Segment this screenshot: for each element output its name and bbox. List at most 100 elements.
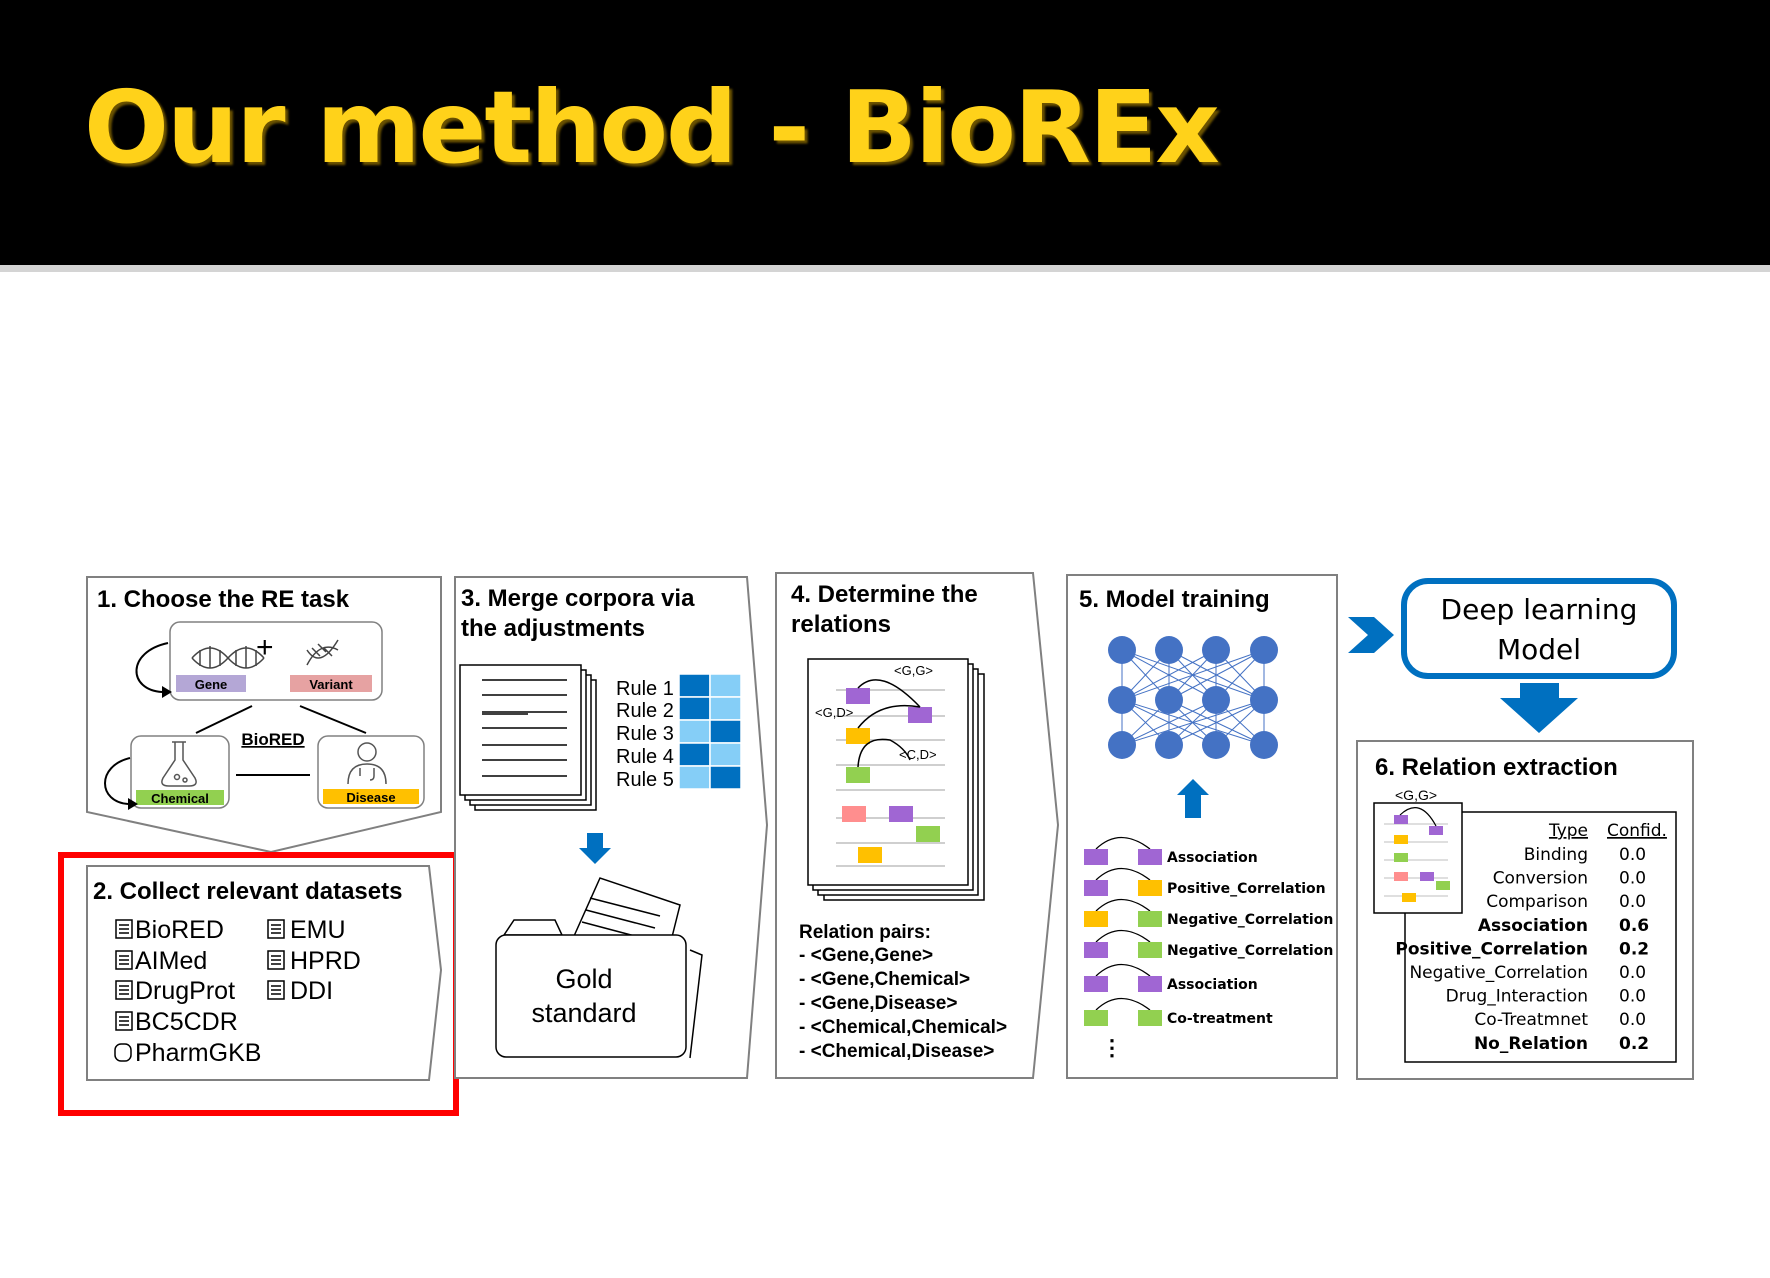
tag-gg: <G,G> bbox=[894, 663, 933, 678]
step4-panel: 4. Determine the relations <G,G> <G,D> bbox=[775, 572, 1060, 1079]
step3-panel: 3. Merge corpora via the adjustments Rul… bbox=[454, 576, 769, 1079]
relation-label: Negative_Correlation bbox=[1167, 912, 1333, 928]
tag-gd: <G,D> bbox=[815, 705, 853, 720]
step4-title-line2: relations bbox=[791, 611, 891, 638]
step3-title-line1: 3. Merge corpora via bbox=[461, 585, 695, 612]
result-doc-icon bbox=[1373, 802, 1463, 914]
rule-1: Rule 1 bbox=[616, 678, 674, 700]
step6-title: 6. Relation extraction bbox=[1375, 754, 1618, 781]
relation-label: Negative_Correlation bbox=[1167, 943, 1333, 959]
confidence-cell: 0.0 bbox=[1619, 1010, 1646, 1030]
gold-label-line2: standard bbox=[531, 998, 636, 1028]
confidence-cell: 0.2 bbox=[1619, 939, 1649, 959]
relation-type-cell: Negative_Correlation bbox=[1409, 963, 1588, 983]
rule-4: Rule 4 bbox=[616, 746, 674, 768]
deep-model-line2: Model bbox=[1497, 633, 1581, 666]
document-icon bbox=[115, 950, 133, 970]
result-tag: <G,G> bbox=[1395, 787, 1437, 803]
deep-model-line1: Deep learning bbox=[1441, 593, 1638, 626]
rule-2: Rule 2 bbox=[616, 700, 674, 722]
chevron-down-icon bbox=[1500, 683, 1578, 733]
document-icon bbox=[267, 980, 285, 1000]
type-header: Type bbox=[1548, 821, 1588, 841]
rule-5: Rule 5 bbox=[616, 769, 674, 791]
dataset-bc5cdr: BC5CDR bbox=[135, 1008, 238, 1036]
relation-type-cell: Co-Treatmnet bbox=[1474, 1010, 1588, 1030]
confidence-cell: 0.0 bbox=[1619, 845, 1646, 865]
confidence-cell: 0.2 bbox=[1619, 1034, 1649, 1054]
title-bar bbox=[0, 0, 1770, 265]
up-arrow-icon bbox=[1177, 779, 1209, 818]
step2-title: 2. Collect relevant datasets bbox=[93, 878, 402, 905]
relation-type-cell: No_Relation bbox=[1474, 1034, 1588, 1054]
biored-center-label: BioRED bbox=[241, 730, 304, 749]
gold-label-line1: Gold bbox=[555, 964, 612, 994]
chevron-right-icon bbox=[1348, 617, 1394, 653]
disease-label: Disease bbox=[346, 790, 395, 805]
relation-label: Positive_Correlation bbox=[1167, 881, 1326, 897]
tag-cd: <C,D> bbox=[899, 747, 937, 762]
step4-title-line1: 4. Determine the bbox=[791, 581, 978, 608]
document-icon bbox=[267, 950, 285, 970]
confidence-cell: 0.0 bbox=[1619, 987, 1646, 1007]
down-arrow-icon bbox=[579, 833, 611, 864]
rule-3: Rule 3 bbox=[616, 723, 674, 745]
slide-title: Our method - BioREx bbox=[84, 69, 1220, 186]
disease-label-box bbox=[323, 789, 419, 804]
relation-type-cell: Binding bbox=[1524, 845, 1588, 865]
pair-chemical-chemical: - <Chemical,Chemical> bbox=[799, 1017, 1007, 1038]
relation-type-cell: Positive_Correlation bbox=[1395, 939, 1588, 959]
step6-panel: 6. Relation extraction <G,G> Type Confid… bbox=[1356, 740, 1694, 1080]
confid-header: Confid. bbox=[1607, 821, 1667, 841]
pair-gene-chemical: - <Gene,Chemical> bbox=[799, 969, 970, 990]
folder-icon bbox=[495, 877, 703, 1059]
dataset-biored: BioRED bbox=[135, 916, 224, 944]
dataset-ddi: DDI bbox=[290, 977, 333, 1005]
relation-pairs-title: Relation pairs: bbox=[799, 922, 931, 943]
relation-type-cell: Conversion bbox=[1493, 869, 1588, 889]
step5-panel: 5. Model training Associatio bbox=[1066, 574, 1338, 1079]
plus-sign: + bbox=[256, 631, 274, 664]
chemical-label: Chemical bbox=[151, 791, 209, 806]
relation-label: Association bbox=[1167, 850, 1258, 866]
dataset-pharmgkb: PharmGKB bbox=[135, 1039, 261, 1067]
step2-panel: 2. Collect relevant datasets BioRED AIMe… bbox=[86, 865, 443, 1081]
confidence-cell: 0.0 bbox=[1619, 892, 1646, 912]
chemical-label-box bbox=[136, 790, 224, 805]
dataset-drugprot: DrugProt bbox=[135, 977, 235, 1005]
document-icon bbox=[115, 919, 133, 939]
document-stack-icon bbox=[459, 664, 597, 811]
relation-label: Co-treatment bbox=[1167, 1011, 1273, 1027]
ellipsis: ⋮ bbox=[1101, 1035, 1123, 1060]
loop-arrow-bottom bbox=[104, 757, 131, 805]
deep-learning-model: Deep learning Model bbox=[1348, 578, 1677, 733]
document-icon bbox=[115, 1011, 133, 1031]
pair-gene-disease: - <Gene,Disease> bbox=[799, 993, 957, 1014]
rule-grid bbox=[678, 673, 742, 790]
variant-dna-icon bbox=[306, 639, 339, 666]
relation-type-cell: Drug_Interaction bbox=[1446, 987, 1588, 1007]
doctor-icon bbox=[347, 742, 387, 785]
gene-label: Gene bbox=[195, 677, 228, 692]
title-divider bbox=[0, 265, 1770, 272]
dna-icon bbox=[191, 646, 265, 669]
dataset-aimed: AIMed bbox=[135, 947, 207, 975]
step3-title-line2: the adjustments bbox=[461, 615, 645, 642]
loop-arrow-top bbox=[135, 642, 169, 693]
variant-label: Variant bbox=[309, 677, 353, 692]
flask-icon bbox=[161, 741, 197, 787]
pair-gene-gene: - <Gene,Gene> bbox=[799, 945, 933, 966]
confidence-cell: 0.6 bbox=[1619, 916, 1649, 936]
pair-chemical-disease: - <Chemical,Disease> bbox=[799, 1041, 994, 1062]
step1-panel: 1. Choose the RE task + Gene Variant Bio… bbox=[86, 576, 442, 854]
relation-type-cell: Comparison bbox=[1486, 892, 1588, 912]
gene-label-box bbox=[176, 675, 246, 692]
relation-type-cell: Association bbox=[1478, 916, 1588, 936]
dataset-emu: EMU bbox=[290, 916, 346, 944]
confidence-cell: 0.0 bbox=[1619, 963, 1646, 983]
annotated-document-stack bbox=[807, 658, 985, 901]
database-icon bbox=[114, 1043, 132, 1062]
document-icon bbox=[115, 980, 133, 1000]
